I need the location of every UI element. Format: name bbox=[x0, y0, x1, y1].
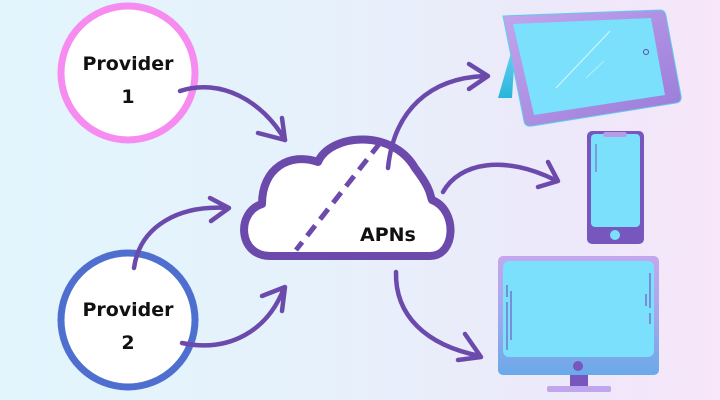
cloud-dashed-line bbox=[294, 141, 382, 252]
provider-2-number: 2 bbox=[121, 332, 134, 354]
screen-glare bbox=[555, 30, 611, 89]
provider-1-number: 1 bbox=[121, 86, 134, 108]
arrow-apns-to-desktop bbox=[393, 269, 484, 363]
tablet-device bbox=[498, 9, 682, 127]
desktop-device bbox=[498, 256, 659, 392]
phone-home-button bbox=[610, 230, 620, 240]
apns-label: APNs bbox=[360, 224, 416, 246]
provider-2-ring bbox=[57, 249, 199, 391]
provider-2-label: Provider bbox=[82, 299, 174, 321]
monitor-screen bbox=[503, 261, 654, 357]
monitor-base bbox=[547, 386, 611, 392]
arrow-provider1-to-apns bbox=[177, 85, 288, 143]
apns-cloud: APNs bbox=[240, 135, 455, 260]
provider-1-label: Provider bbox=[82, 53, 174, 75]
phone-notch bbox=[603, 132, 627, 137]
phone-device bbox=[587, 131, 644, 244]
provider-2-node: Provider 2 bbox=[57, 249, 199, 391]
arrow-apns-to-phone bbox=[440, 159, 561, 195]
screen-glare-2 bbox=[585, 60, 605, 79]
provider-1-node: Provider 1 bbox=[57, 2, 199, 144]
arrow-apns-to-tablet bbox=[385, 61, 491, 171]
provider-1-ring bbox=[57, 2, 199, 144]
monitor-power-button bbox=[573, 361, 583, 371]
tablet-home-button bbox=[643, 49, 649, 55]
monitor-neck bbox=[570, 375, 588, 387]
arrow-provider2-to-apns-lower bbox=[179, 284, 288, 348]
phone-screen bbox=[591, 134, 640, 227]
cloud-icon bbox=[240, 135, 455, 260]
tablet-screen bbox=[513, 18, 665, 115]
arrow-provider2-to-apns-upper bbox=[131, 195, 232, 271]
